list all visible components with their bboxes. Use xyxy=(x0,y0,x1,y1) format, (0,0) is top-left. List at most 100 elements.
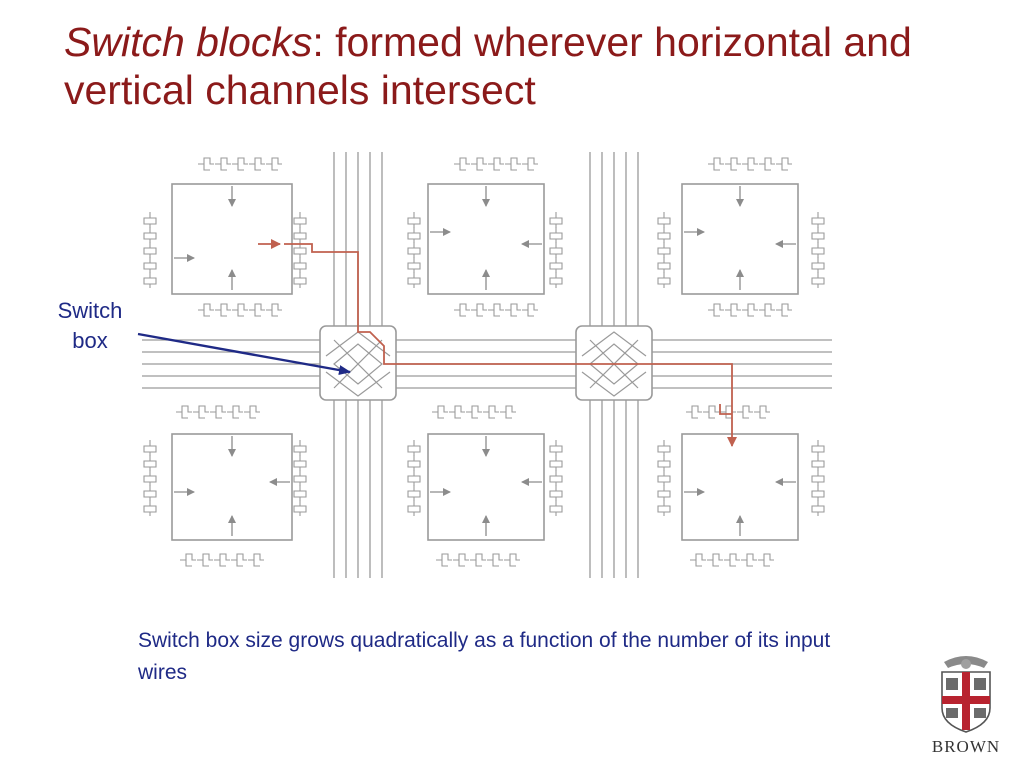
connection-box-icon xyxy=(811,242,825,258)
connection-box-icon xyxy=(293,440,307,456)
connection-box-icon xyxy=(754,405,770,419)
connection-box-icon xyxy=(549,470,563,486)
connection-box-icon xyxy=(811,470,825,486)
connection-box-icon xyxy=(143,257,157,273)
connection-box-icon xyxy=(470,553,486,567)
logic-blocks xyxy=(171,183,799,541)
connection-box-icon xyxy=(549,212,563,228)
connection-box-icon xyxy=(407,500,421,516)
connection-box-icon xyxy=(742,157,758,171)
connection-box-icon xyxy=(197,553,213,567)
connection-box-icon xyxy=(407,242,421,258)
connection-box-icon xyxy=(143,212,157,228)
connection-box-icon xyxy=(811,272,825,288)
connection-box-icon xyxy=(407,470,421,486)
connection-box-icon xyxy=(549,485,563,501)
connection-box-icon xyxy=(143,272,157,288)
connection-box-icon xyxy=(483,405,499,419)
connection-box-icon xyxy=(198,303,214,317)
connection-box-icon xyxy=(227,405,243,419)
connection-box-icon xyxy=(176,405,192,419)
connection-box-icon xyxy=(232,157,248,171)
connection-box-icon xyxy=(720,405,736,419)
connection-box-icon xyxy=(293,212,307,228)
connection-box-icon xyxy=(522,303,538,317)
connection-box-icon xyxy=(703,405,719,419)
connection-box-icon xyxy=(549,257,563,273)
connection-box-icon xyxy=(293,227,307,243)
connection-box-icon xyxy=(210,405,226,419)
switch-box-label: Switch box xyxy=(40,296,140,356)
connection-box-icon xyxy=(811,212,825,228)
connection-box-icon xyxy=(407,440,421,456)
connection-box-icon xyxy=(231,553,247,567)
connection-box-icon xyxy=(487,553,503,567)
slide-caption: Switch box size grows quadratically as a… xyxy=(138,629,831,684)
connection-box-icon xyxy=(690,553,706,567)
connection-box-icon xyxy=(193,405,209,419)
connection-box-icon xyxy=(737,405,753,419)
connection-box-icon xyxy=(741,553,757,567)
connection-box-icon xyxy=(759,303,775,317)
title-emphasis: Switch blocks xyxy=(64,19,313,65)
connection-box-icon xyxy=(742,303,758,317)
connection-box-icon xyxy=(657,257,671,273)
connection-box-icon xyxy=(504,553,520,567)
connection-box-icon xyxy=(657,500,671,516)
connection-box-icon xyxy=(776,303,792,317)
connection-box-icon xyxy=(407,455,421,471)
connection-box-icon xyxy=(811,485,825,501)
connection-box-icon xyxy=(724,553,740,567)
pin-arrows xyxy=(174,186,796,536)
connection-box-icon xyxy=(758,553,774,567)
connection-box-icon xyxy=(244,405,260,419)
connection-box-icon xyxy=(505,303,521,317)
connection-box-icon xyxy=(249,303,265,317)
connection-box-icon xyxy=(811,440,825,456)
switch-box-label-line2: box xyxy=(72,328,108,353)
connection-box-icon xyxy=(293,272,307,288)
connection-box-icon xyxy=(407,257,421,273)
callout-pointer xyxy=(137,332,351,375)
connection-box-icon xyxy=(776,157,792,171)
connection-box-icon xyxy=(708,157,724,171)
connection-box-icon xyxy=(143,470,157,486)
connection-box-icon xyxy=(180,553,196,567)
connection-box-icon xyxy=(293,500,307,516)
connection-box-icon xyxy=(466,405,482,419)
connection-box-icon xyxy=(811,500,825,516)
connection-box-icon xyxy=(143,227,157,243)
connection-box-icon xyxy=(707,553,723,567)
connection-box-icon xyxy=(432,405,448,419)
connection-box-icon xyxy=(686,405,702,419)
connection-box-icon xyxy=(505,157,521,171)
connection-box-icon xyxy=(488,157,504,171)
connection-box-icon xyxy=(549,242,563,258)
connection-box-icon xyxy=(143,455,157,471)
routed-path xyxy=(258,239,737,447)
connection-box-icon xyxy=(249,157,265,171)
title-rest: : formed wherever horizontal and vertica… xyxy=(64,19,912,113)
connection-box-icon xyxy=(407,227,421,243)
connection-box-icon xyxy=(143,440,157,456)
switch-box xyxy=(319,325,397,401)
connection-box-icon xyxy=(143,485,157,501)
connection-box-icon xyxy=(500,405,516,419)
connection-box-icon xyxy=(436,553,452,567)
switch-box xyxy=(575,325,653,401)
connection-box-icon xyxy=(522,157,538,171)
slide-title: Switch blocks: formed wherever horizonta… xyxy=(64,18,964,114)
connection-box-icon xyxy=(407,212,421,228)
connection-box-icon xyxy=(454,303,470,317)
connection-box-icon xyxy=(657,455,671,471)
connection-box-icon xyxy=(407,485,421,501)
connection-box-icon xyxy=(549,500,563,516)
connection-box-icon xyxy=(811,227,825,243)
connection-box-icon xyxy=(293,242,307,258)
connection-boxes xyxy=(143,157,825,567)
connection-box-icon xyxy=(657,485,671,501)
connection-box-icon xyxy=(449,405,465,419)
connection-box-icon xyxy=(657,272,671,288)
connection-box-icon xyxy=(811,455,825,471)
connection-box-icon xyxy=(708,303,724,317)
